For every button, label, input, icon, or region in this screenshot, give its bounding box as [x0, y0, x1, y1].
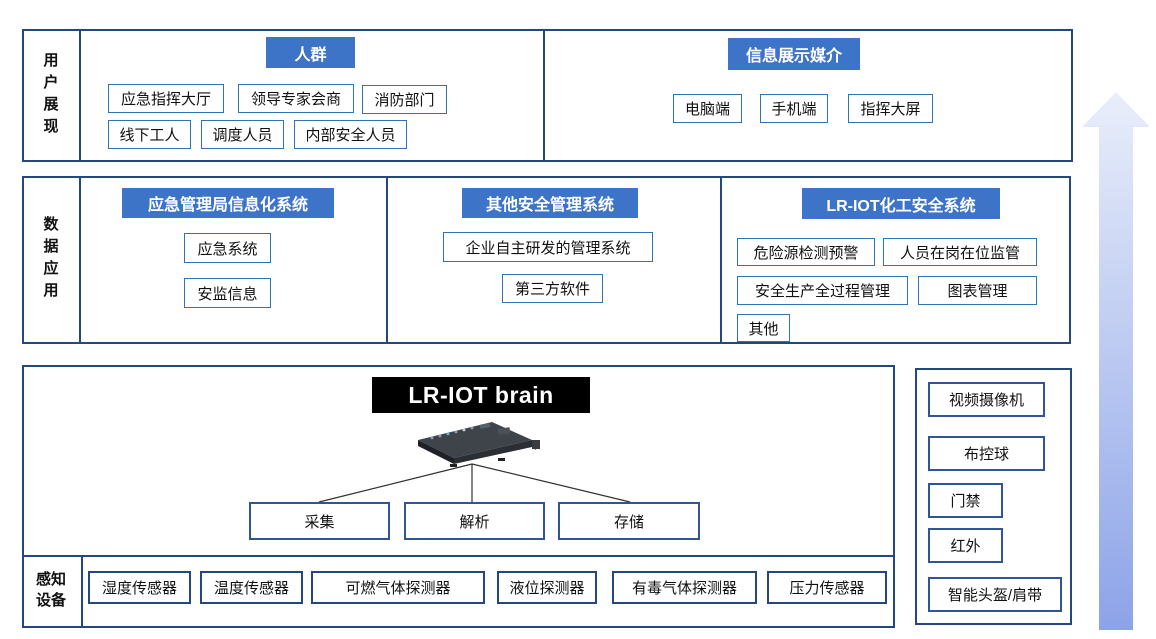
node-personnel-on-duty-monitor: 人员在岗在位监管	[883, 238, 1037, 266]
node-emergency-system: 应急系统	[184, 233, 271, 263]
section-label-user-display: 用户展现	[41, 52, 59, 140]
node-infrared: 红外	[928, 528, 1003, 563]
node-leader-expert-consult: 领导专家会商	[238, 84, 354, 113]
divider	[720, 176, 722, 344]
node-mobile-client: 手机端	[760, 94, 828, 123]
header-crowd: 人群	[266, 37, 355, 68]
header-emergency-bureau-system: 应急管理局信息化系统	[122, 188, 334, 218]
node-ptz-ball-camera: 布控球	[928, 436, 1045, 471]
platform-title: LR-IOT brain	[372, 377, 590, 413]
divider	[386, 176, 388, 344]
connector-lines	[318, 463, 631, 503]
node-pressure-sensor: 压力传感器	[767, 571, 887, 604]
node-hazard-detection-warning: 危险源检测预警	[737, 238, 875, 266]
node-self-developed-system: 企业自主研发的管理系统	[443, 232, 653, 262]
header-other-safety-systems: 其他安全管理系统	[462, 188, 638, 218]
node-internal-safety-staff: 内部安全人员	[294, 120, 407, 149]
up-arrow-icon	[1082, 92, 1150, 630]
node-full-process-safety-mgmt: 安全生产全过程管理	[737, 276, 908, 305]
divider	[79, 176, 81, 344]
node-humidity-sensor: 湿度传感器	[88, 571, 191, 604]
section-label-data-application: 数据应用	[41, 216, 59, 304]
server-image	[418, 422, 540, 467]
node-dispatch-staff: 调度人员	[201, 120, 284, 149]
node-command-screen: 指挥大屏	[848, 94, 933, 123]
divider	[79, 29, 81, 162]
divider	[22, 555, 895, 557]
node-fire-department: 消防部门	[362, 85, 447, 114]
divider	[81, 555, 83, 628]
header-lriot-chemical-safety: LR-IOT化工安全系统	[802, 188, 1000, 219]
node-third-party-software: 第三方软件	[502, 274, 603, 303]
node-temperature-sensor: 温度传感器	[200, 571, 303, 604]
node-chart-management: 图表管理	[918, 276, 1037, 305]
node-other: 其他	[737, 314, 790, 342]
node-emergency-command-hall: 应急指挥大厅	[108, 84, 224, 113]
divider	[543, 29, 545, 162]
node-offline-workers: 线下工人	[108, 120, 191, 149]
node-toxic-gas-detector: 有毒气体探测器	[612, 571, 757, 604]
node-access-control: 门禁	[928, 483, 1003, 518]
node-liquid-level-detector: 液位探测器	[497, 571, 597, 604]
node-flammable-gas-detector: 可燃气体探测器	[311, 571, 485, 604]
node-video-camera: 视频摄像机	[928, 382, 1045, 417]
node-store: 存储	[558, 502, 700, 540]
node-pc-client: 电脑端	[673, 94, 742, 123]
section-label-sensing-devices: 感知设备	[35, 571, 66, 609]
node-safety-supervision-info: 安监信息	[184, 278, 271, 308]
header-display-media: 信息展示媒介	[728, 38, 860, 70]
node-smart-helmet-strap: 智能头盔/肩带	[928, 577, 1062, 612]
node-collect: 采集	[249, 502, 390, 540]
node-parse: 解析	[404, 502, 545, 540]
